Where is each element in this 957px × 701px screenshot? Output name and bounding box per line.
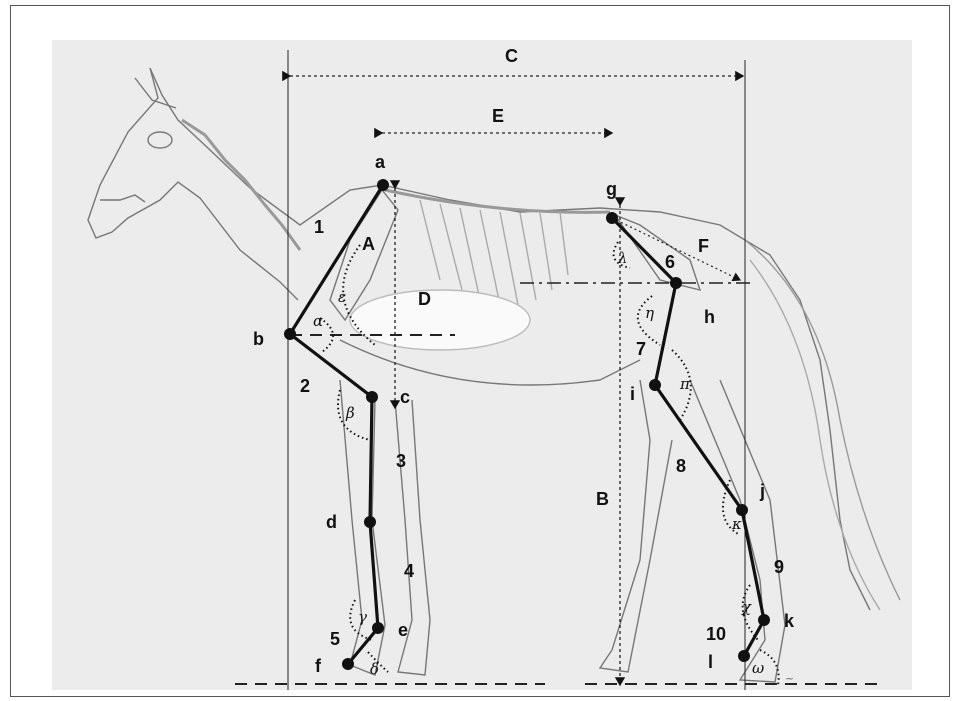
segment-label-3: 3 [396,451,406,471]
angle-label-lambda: λ [617,249,628,267]
point-label-k: k [784,611,795,631]
angle-label-delta: δ [370,660,379,678]
label-C: C [505,46,518,66]
angle-label-kappa: κ [731,515,742,533]
point-label-i: i [630,384,635,404]
angle-label-eta: η [645,304,654,322]
segment-label-1: 1 [314,217,324,237]
label-F: F [698,236,709,256]
point-label-l: l [708,652,713,672]
angle-label-gamma: γ [358,608,367,626]
point-label-g: g [606,179,617,199]
point-label-e: e [398,620,408,640]
segment-label-2: 2 [300,376,310,396]
segment-label-5: 5 [330,629,340,649]
angle-label-omega: ω [752,659,764,677]
pelvis-F-arrow [612,218,740,280]
point-label-f: f [315,656,322,676]
segment-label-10: 10 [706,624,726,644]
segment-label-8: 8 [676,456,686,476]
artist-signature: ~ [785,672,794,685]
point-label-h: h [704,307,715,327]
angle-label-chi: χ [741,598,752,616]
angle-label-alpha: α [313,312,323,330]
label-E: E [492,106,504,126]
point-label-b: b [253,329,264,349]
point-label-j: j [759,481,765,501]
point-label-c: c [400,387,410,407]
point-label-d: d [326,512,337,532]
angle-label-beta: β [345,404,355,422]
angle-label-pi: π [679,375,691,393]
reference-lines [235,50,880,690]
segment-label-6: 6 [665,252,675,272]
segment-label-9: 9 [774,557,784,577]
segment-label-7: 7 [636,339,646,359]
label-B: B [596,489,609,509]
segment-label-4: 4 [404,561,414,581]
segment-lines [290,185,764,664]
angle-label-epsilon: ε [338,288,346,306]
label-D: D [418,289,431,309]
point-label-a: a [375,152,386,172]
horse-outline [88,68,900,682]
label-A: A [362,234,375,254]
